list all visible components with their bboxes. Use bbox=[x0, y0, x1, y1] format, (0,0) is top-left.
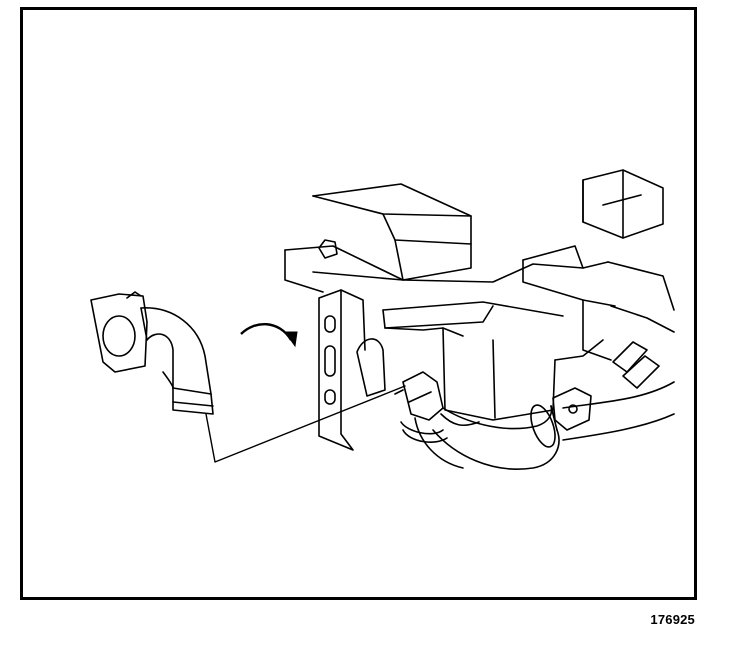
figure-number: 176925 bbox=[650, 612, 695, 627]
installed-duct bbox=[394, 371, 560, 470]
curved-arrow-icon bbox=[240, 322, 298, 348]
dashboard-structure bbox=[284, 169, 675, 441]
elbow-duct-removed bbox=[90, 291, 214, 415]
mounting-plate bbox=[318, 289, 386, 451]
illustration-frame bbox=[20, 7, 697, 600]
leader-line bbox=[205, 385, 406, 463]
installation-drawing bbox=[90, 169, 675, 470]
